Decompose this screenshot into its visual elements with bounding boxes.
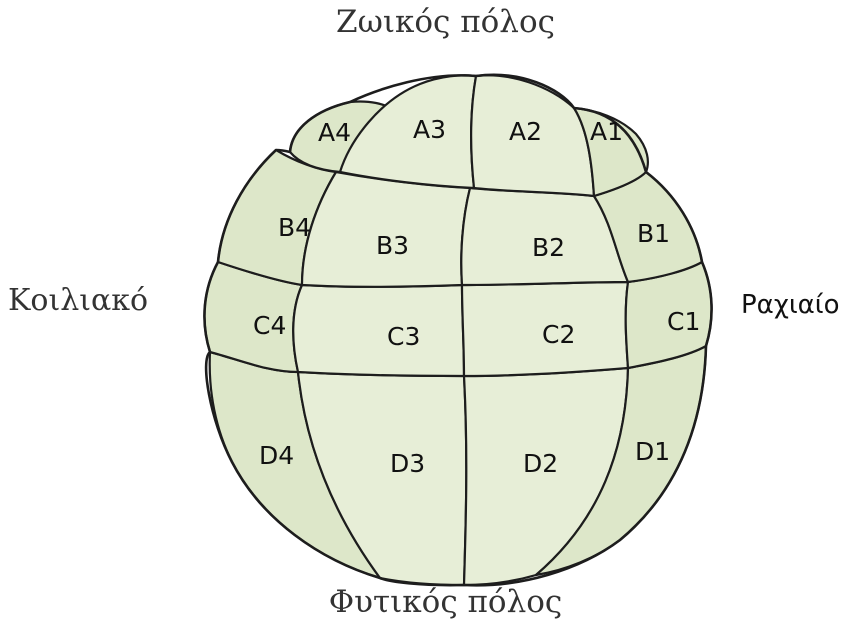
label-b1: B1	[637, 219, 670, 248]
animal-pole-label: Ζωικός πόλος	[336, 4, 555, 40]
label-c3: C3	[387, 322, 420, 351]
blastomere-a3	[338, 74, 478, 190]
label-a1: A1	[590, 117, 623, 146]
label-d3: D3	[390, 449, 425, 478]
embryo-outline	[203, 73, 713, 587]
blastomere-c3	[292, 283, 466, 378]
blastomere-b3	[300, 170, 472, 288]
label-b3: B3	[376, 231, 409, 260]
label-a2: A2	[509, 117, 542, 146]
label-d4: D4	[259, 441, 294, 470]
vegetal-pole-label: Φυτικός πόλος	[328, 584, 563, 620]
label-b4: B4	[278, 213, 311, 242]
label-c4: C4	[253, 311, 286, 340]
dorsal-side-label: Ραχιαίο	[741, 290, 840, 320]
label-c2: C2	[542, 320, 575, 349]
label-d1: D1	[635, 437, 670, 466]
label-b2: B2	[532, 233, 565, 262]
label-a4: A4	[318, 118, 351, 147]
label-a3: A3	[413, 115, 446, 144]
label-d2: D2	[523, 449, 558, 478]
label-c1: C1	[667, 307, 700, 336]
ventral-side-label: Κοιλιακό	[8, 283, 149, 318]
